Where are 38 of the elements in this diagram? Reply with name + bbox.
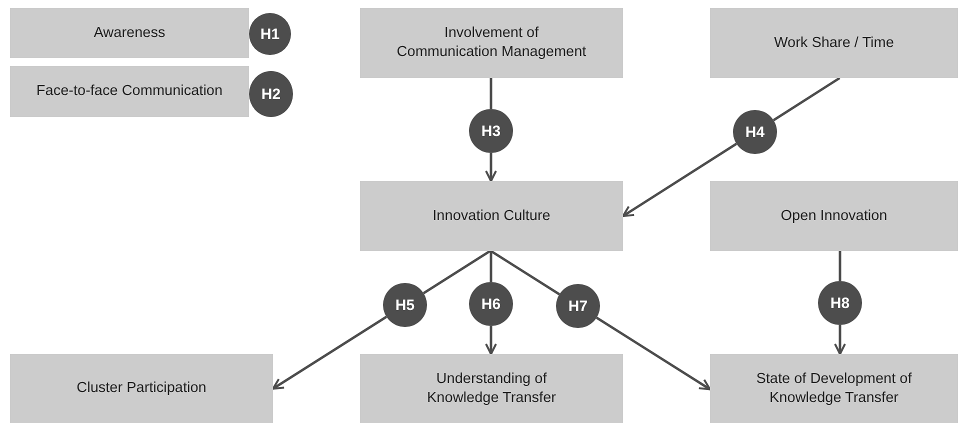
connector-line <box>838 251 842 281</box>
hypothesis-badge: H8 <box>818 281 862 325</box>
connector-line <box>490 78 492 109</box>
arrow <box>485 153 497 182</box>
box-label: Understanding of Knowledge Transfer <box>426 370 557 408</box>
connector-line <box>490 250 560 296</box>
box-label: Work Share / Time <box>774 34 894 52</box>
box-label: Cluster Participation <box>76 379 206 398</box>
connector-line <box>772 76 840 122</box>
concept-box <box>10 8 249 58</box>
hypothesis-badge: H1 <box>249 13 291 55</box>
connector-line <box>490 251 492 282</box>
hypothesis-badge: H2 <box>249 71 293 117</box>
box-label: State of Development of Knowledge Transfer <box>755 370 913 408</box>
box-label: Face-to-face Communication <box>36 82 223 101</box>
arrow <box>596 316 711 390</box>
hypothesis-badge: H5 <box>383 283 427 327</box>
box-label: Innovation Culture <box>432 206 550 226</box>
connector-line <box>422 250 491 294</box>
box-label: Awareness <box>94 24 166 42</box>
box-label: Open Innovation <box>780 206 888 226</box>
hypothesis-badge: H3 <box>469 109 513 153</box>
arrow <box>622 142 738 218</box>
hypothesis-badge: H6 <box>469 282 513 326</box>
hypothesis-badge: H7 <box>556 284 600 328</box>
concept-box <box>10 354 273 423</box>
box-label: Involvement of Communication Management <box>396 24 588 62</box>
concept-box <box>360 8 623 78</box>
arrow <box>834 325 846 355</box>
concept-box <box>710 354 958 423</box>
hypothesis-badge: H4 <box>733 110 777 154</box>
concept-box <box>360 354 623 423</box>
concept-box <box>360 181 623 251</box>
concept-box <box>710 8 958 78</box>
concept-box <box>710 181 958 251</box>
arrow <box>272 316 388 390</box>
concept-box <box>10 66 249 117</box>
arrow <box>485 326 497 355</box>
